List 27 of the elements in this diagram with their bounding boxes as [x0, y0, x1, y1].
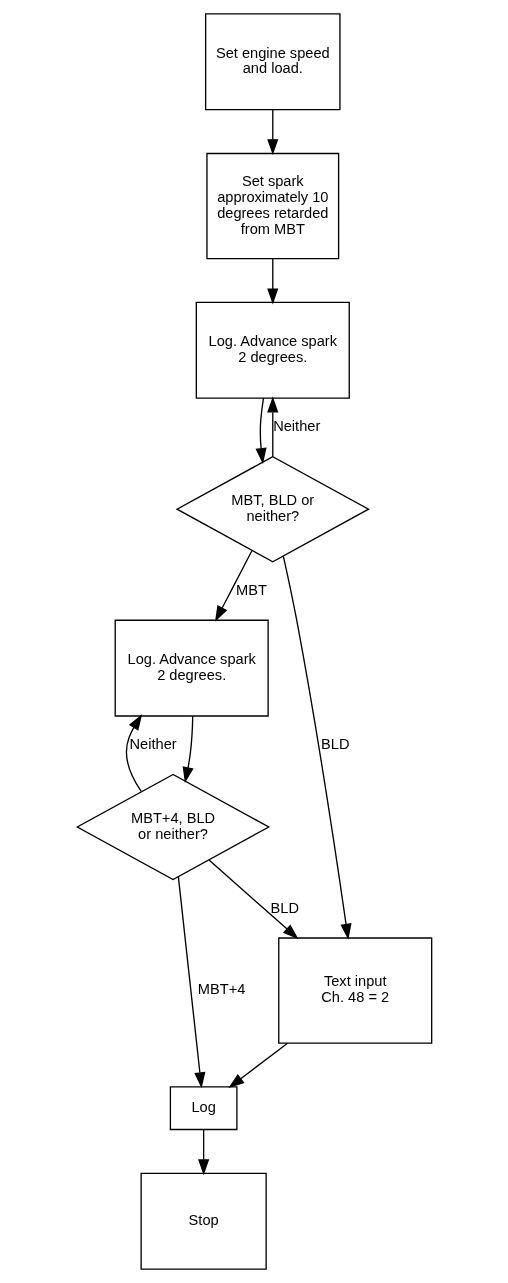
edge-label: Neither	[272, 418, 320, 435]
edge-label: BLD	[320, 735, 349, 752]
node-box: Set spark approximately 10 degrees retarded from MBT	[205, 152, 339, 260]
arrow	[182, 715, 194, 784]
arrow	[197, 1129, 209, 1176]
edge-label: MBT	[235, 581, 267, 598]
edge-label: MBT+4	[197, 981, 245, 998]
arrow	[125, 714, 142, 793]
arrow	[227, 1042, 288, 1089]
arrow	[177, 876, 205, 1089]
node-box: Set engine speed and load.	[204, 13, 341, 111]
edge-label: Neither	[129, 735, 177, 752]
arrow	[266, 258, 278, 305]
node-box: Log	[169, 1086, 238, 1131]
arrow	[266, 109, 278, 156]
arrow	[214, 550, 253, 622]
edge-label: BLD	[270, 899, 299, 916]
node-box: Text input Ch. 48 = 2	[277, 937, 432, 1044]
arrow	[255, 397, 267, 465]
arrow	[207, 859, 299, 940]
node-box: Log. Advance spark 2 degrees.	[195, 301, 350, 399]
node-diamond: MBT, BLD or neither?	[175, 455, 370, 563]
node-diamond: MBT+4, BLD or neither?	[75, 773, 270, 881]
node-box: Log. Advance spark 2 degrees.	[114, 619, 269, 717]
node-box: Stop	[139, 1172, 267, 1270]
arrow	[282, 555, 352, 940]
arrow	[266, 396, 278, 458]
